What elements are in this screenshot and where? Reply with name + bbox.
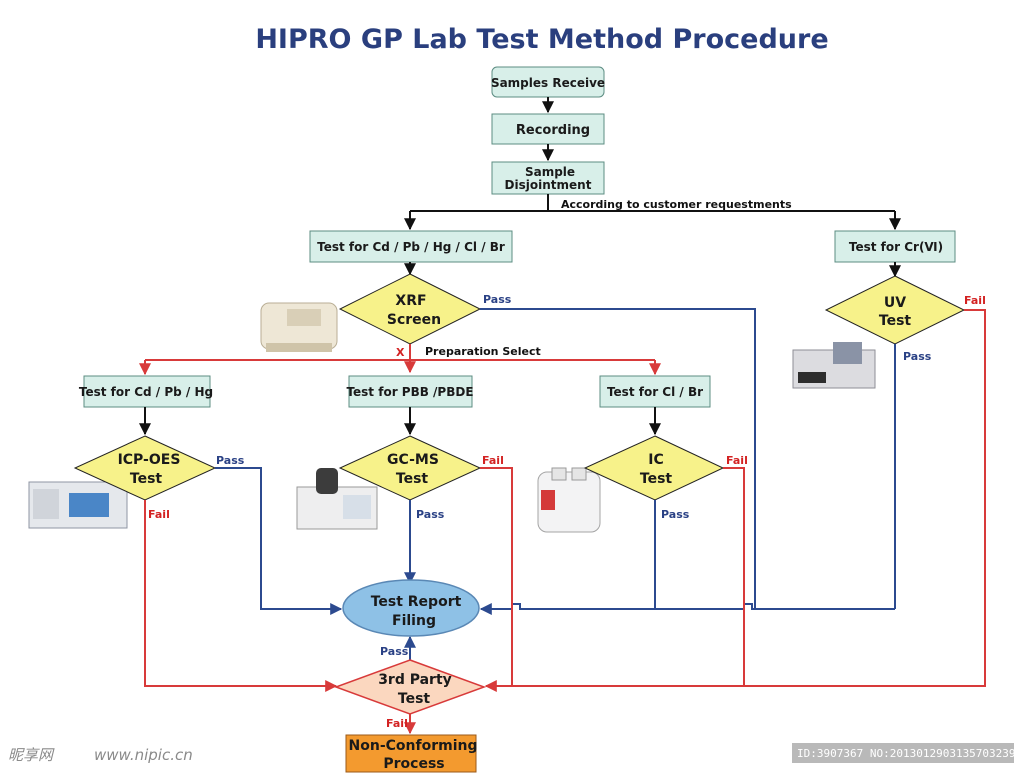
icp-fail-label: Fail [148,508,170,521]
report-label-1: Test Report [371,594,462,610]
samples-receive-label: Samples Receive [491,76,605,90]
nonconforming-label-2: Process [383,756,444,772]
report-label-2: Filing [392,613,436,629]
gcms-fail-line [480,467,513,686]
xrf-instrument-image [260,302,338,352]
x-mark: X [396,346,405,359]
third-party-label-2: Test [398,691,431,707]
nonconforming-box [345,734,477,773]
third-party-pass-label: Pass [380,645,409,658]
third-party-decision [333,659,487,715]
ic-label-2: Test [640,471,673,487]
ic-instrument-image [537,467,601,533]
according-label: According to customer requestments [561,198,792,211]
nonconforming-label-1: Non-Conforming [349,738,478,754]
ic-decision [583,435,725,501]
test-main-label: Test for Cd / Pb / Hg / Cl / Br [317,240,505,254]
xrf-pass-label: Pass [483,293,512,306]
uv-pass-label: Pass [903,350,932,363]
icp-instrument-image [28,481,128,529]
sample-disjointment-label-2: Disjointment [505,178,592,192]
uv-label-2: Test [879,313,912,329]
gcms-instrument-image [296,468,378,530]
icp-label-1: ICP-OES [118,452,181,468]
third-party-fail-label: Fail [386,717,408,730]
id-banner-text: ID:3907367 NO:20130129031357032392 [797,747,1022,760]
ic-label-1: IC [648,452,663,468]
sample-disjointment-label-1: Sample [525,165,575,179]
test-clbr-label: Test for Cl / Br [607,385,703,399]
xrf-screen-decision [338,273,482,345]
ic-fail-line [723,467,745,686]
xrf-label-1: XRF [395,293,426,309]
icp-pass-line [215,467,343,615]
id-banner [792,743,1014,763]
test-cr-label: Test for Cr(Ⅵ) [849,240,943,254]
watermark-url: www.nipic.cn [94,746,193,764]
test-cdpbhg-label: Test for Cd / Pb / Hg [79,385,213,399]
xrf-label-2: Screen [387,312,441,328]
gcms-label-1: GC-MS [387,452,439,468]
gcms-label-2: Test [396,471,429,487]
uv-fail-line [484,309,986,692]
pass-collector-line [479,603,895,615]
test-pbb-label: Test for PBB /PBDE [346,385,473,399]
test-cdpbhg-box [83,375,211,408]
gcms-fail-label: Fail [482,454,504,467]
ic-fail-label: Fail [726,454,748,467]
icp-fail-line [144,500,338,692]
ic-pass-label: Pass [661,508,690,521]
test-report-filing-node [342,579,480,637]
test-pbb-box [348,375,473,408]
icp-label-2: Test [130,471,163,487]
icp-pass-label: Pass [216,454,245,467]
gcms-pass-label: Pass [416,508,445,521]
test-clbr-box [599,375,711,408]
third-party-label-1: 3rd Party [378,672,452,688]
xrf-pass-line [480,308,756,609]
watermark-logo: 昵享网 [8,746,55,764]
recording-box [491,113,605,145]
uv-fail-label: Fail [964,294,986,307]
recording-label: Recording [516,123,590,138]
uv-instrument-image [792,342,876,389]
page-title: HIPRO GP Lab Test Method Procedure [255,24,828,55]
uv-label-1: UV [884,295,906,311]
preparation-label: Preparation Select [425,345,541,358]
